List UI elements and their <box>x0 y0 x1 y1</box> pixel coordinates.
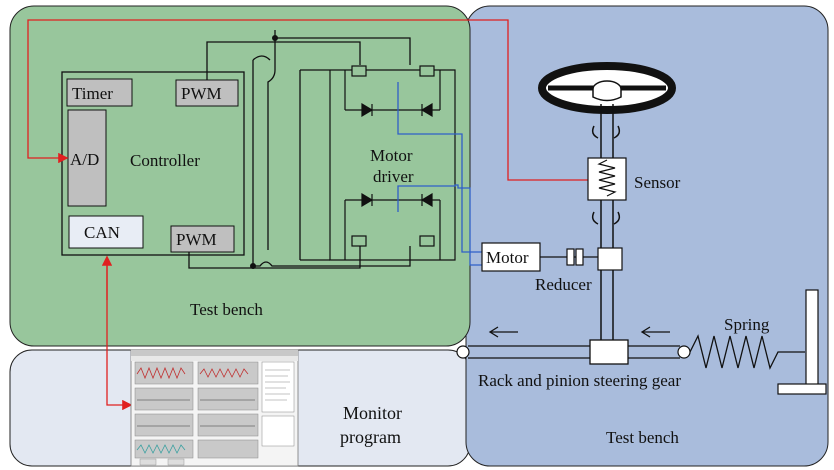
bus-junction-top <box>272 35 278 41</box>
pwm-bottom-block <box>170 225 235 253</box>
spring-mount-stand <box>777 289 827 395</box>
left-direction-arrow <box>488 326 518 338</box>
left-bench-label: Test bench <box>190 300 263 319</box>
controller-box <box>61 71 245 256</box>
motor-driver-bridge <box>329 65 456 261</box>
pwm-bottom-label: PWM <box>176 230 217 249</box>
controller-label: Controller <box>130 151 200 170</box>
spring-coil <box>689 334 805 370</box>
motor-block <box>481 242 541 272</box>
ad-label: A/D <box>70 150 99 169</box>
monitor-program-screenshot <box>130 349 299 467</box>
timer-label: Timer <box>72 84 113 103</box>
gate-wiring <box>188 30 411 269</box>
reducer-label: Reducer <box>535 275 592 294</box>
steering-column <box>591 104 621 342</box>
can-block <box>68 215 144 249</box>
spring-label: Spring <box>724 315 770 334</box>
motor-wires <box>397 82 482 266</box>
motor-driver-label-2: driver <box>373 167 414 186</box>
pwm-top-label: PWM <box>181 84 222 103</box>
right-bench-label: Test bench <box>606 428 679 447</box>
signal-wires <box>27 19 588 411</box>
right-direction-arrow <box>640 326 670 338</box>
left-pivot <box>456 345 470 359</box>
bus-junction-bottom <box>250 263 256 269</box>
right-pivot <box>677 345 691 359</box>
rack-label: Rack and pinion steering gear <box>478 371 681 390</box>
timer-block <box>66 78 133 107</box>
ad-block <box>67 109 107 207</box>
sensor-label: Sensor <box>634 173 681 192</box>
sensor-block <box>587 157 627 201</box>
steering-wheel <box>538 62 676 114</box>
can-label: CAN <box>84 223 120 242</box>
monitor-label-2: program <box>340 427 401 447</box>
pwm-top-block <box>175 79 239 107</box>
reducer-coupling <box>540 247 623 271</box>
monitor-label-1: Monitor <box>343 403 402 423</box>
rack-and-pinion <box>468 339 680 365</box>
motor-driver-label-1: Motor <box>370 146 413 165</box>
motor-label: Motor <box>486 248 529 267</box>
